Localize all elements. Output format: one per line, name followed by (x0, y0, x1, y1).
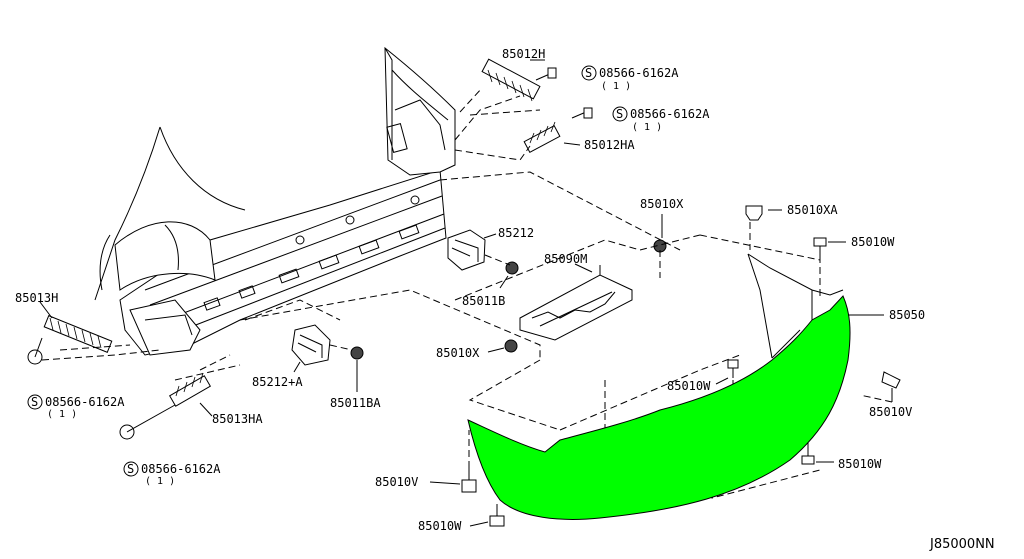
screw-callout-left2: S 08566-6162A ( 1 ) (123, 461, 221, 487)
label-85010W-right: 85010W (838, 457, 882, 471)
energy-absorber-85090M[interactable] (519, 265, 633, 341)
label-85013H: 85013H (15, 291, 58, 305)
label-85010V-right: 85010V (869, 405, 912, 419)
grommet-85212[interactable] (447, 229, 486, 271)
retainer-85012H[interactable] (481, 58, 541, 102)
label-85010X-mid: 85010X (436, 346, 480, 360)
retainer-85013HA[interactable] (168, 372, 212, 407)
qty-screw-top1: ( 1 ) (601, 81, 631, 92)
label-85012HA: 85012HA (584, 138, 635, 152)
screw-callout-left1: S 08566-6162A ( 1 ) (27, 394, 125, 420)
qty-screw-left2: ( 1 ) (145, 476, 175, 487)
label-85010X-top: 85010X (640, 197, 684, 211)
screw-callout-top2: S 08566-6162A ( 1 ) (612, 106, 710, 133)
clip-85010W-bottom[interactable] (489, 504, 505, 527)
vehicle-rear-body (94, 46, 456, 356)
clip-85010W-mid[interactable] (727, 359, 739, 378)
label-85212: 85212 (498, 226, 534, 240)
screw-symbol: S (585, 66, 592, 80)
label-85010XA: 85010XA (787, 203, 838, 217)
clip-85010XA[interactable] (745, 205, 763, 221)
retainer-85013H[interactable] (43, 315, 113, 353)
screw-symbol: S (616, 107, 623, 121)
label-85012H: 85012H (502, 47, 545, 61)
label-screw-top1: 08566-6162A (599, 66, 679, 80)
screw-icon (535, 67, 593, 119)
screw-symbol: S (31, 395, 38, 409)
qty-screw-left1: ( 1 ) (47, 409, 77, 420)
assembly-leader-lines (239, 171, 893, 499)
grommet-85212A[interactable] (291, 324, 331, 366)
clip-85010W-right[interactable] (801, 444, 815, 465)
label-85011BA: 85011BA (330, 396, 381, 410)
label-85013HA: 85013HA (212, 412, 263, 426)
rear-bumper-fascia-85050[interactable] (467, 253, 851, 520)
part-labels: 85012H S 08566-6162A ( 1 ) S 08566-6162A… (15, 47, 995, 552)
label-screw-top2: 08566-6162A (630, 107, 710, 121)
label-screw-left2: 08566-6162A (141, 462, 221, 476)
screw-85010V-bottom[interactable] (461, 468, 477, 493)
label-85010W-mid: 85010W (667, 379, 711, 393)
label-85090M: 85090M (544, 252, 587, 266)
qty-screw-top2: ( 1 ) (632, 122, 662, 133)
nut-85011BA[interactable] (350, 346, 364, 360)
label-85212A: 85212+A (252, 375, 303, 389)
screw-85010V-right[interactable] (881, 371, 901, 389)
label-85010V-bottom: 85010V (375, 475, 418, 489)
clip-85010W-top[interactable] (813, 237, 827, 256)
screw-icon (119, 404, 176, 440)
label-85050: 85050 (889, 308, 925, 322)
label-screw-left1: 08566-6162A (45, 395, 125, 409)
screw-icon (27, 337, 43, 365)
label-85010W-top: 85010W (851, 235, 895, 249)
screw-callout-top1: S 08566-6162A ( 1 ) (581, 65, 679, 92)
retainer-85012HA[interactable] (523, 121, 561, 153)
label-85010W-bottom: 85010W (418, 519, 462, 533)
clip-85010X-mid[interactable] (504, 339, 518, 353)
diagram-reference-code: J85000NN (929, 537, 995, 552)
screw-symbol: S (127, 462, 134, 476)
label-85011B: 85011B (462, 294, 505, 308)
